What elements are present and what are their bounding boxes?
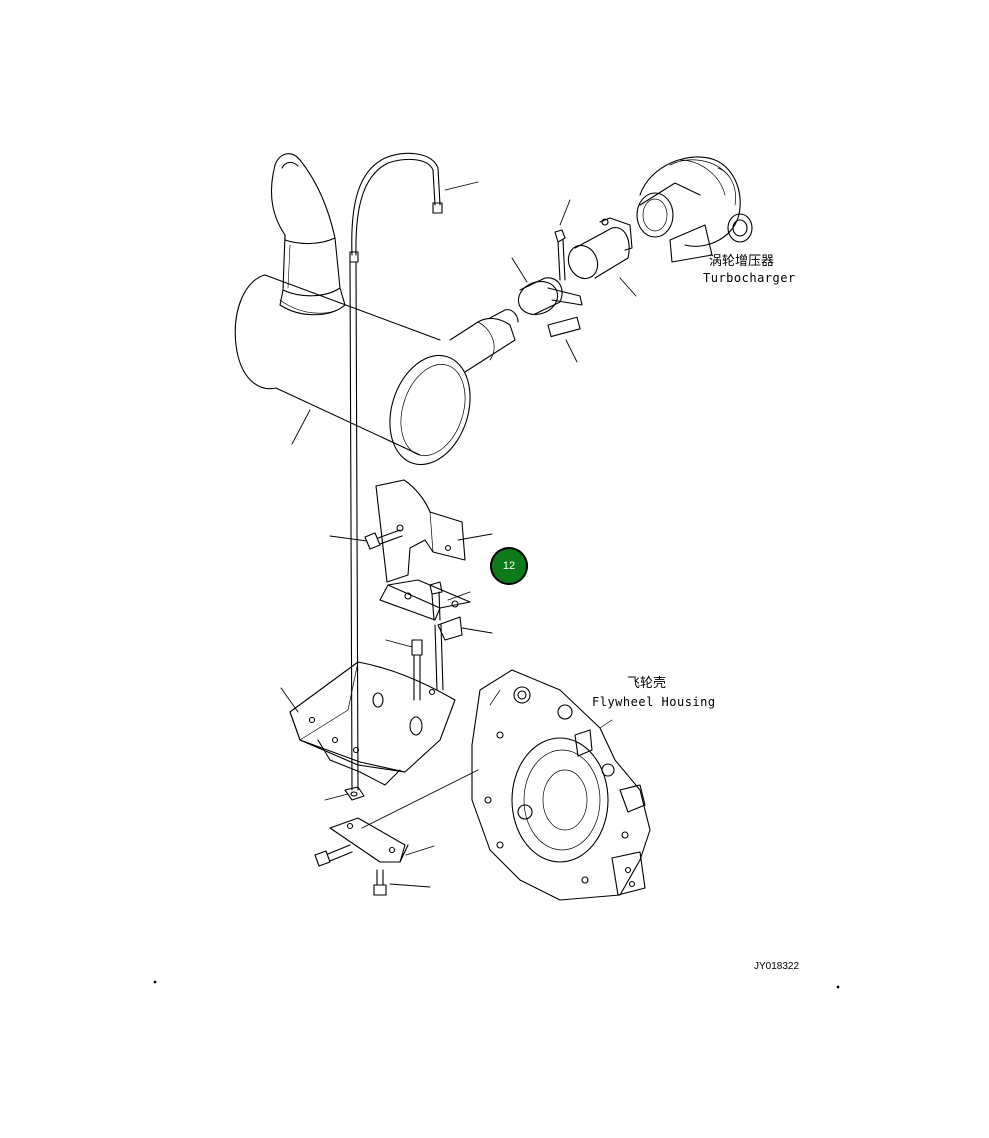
hex-bolt-lower-left xyxy=(315,845,352,866)
stray-dot-left xyxy=(154,981,156,983)
callout-badge-12[interactable]: 12 xyxy=(490,547,528,585)
drawing-code: JY018322 xyxy=(754,961,800,972)
hex-bolt-top xyxy=(555,230,565,280)
flywheel-housing-label-cn: 飞轮壳 xyxy=(627,676,667,691)
flywheel-housing-label-en: Flywheel Housing xyxy=(592,695,716,709)
heat-shield xyxy=(376,480,465,582)
muffler-outlet-pipe xyxy=(450,310,518,372)
leader-lines xyxy=(281,182,636,887)
hex-bolt-lower xyxy=(374,870,386,895)
callout-badge-number: 12 xyxy=(502,560,516,572)
breather-tube xyxy=(350,153,442,262)
connector-pipe xyxy=(563,218,632,283)
mounting-bracket xyxy=(290,662,455,785)
muffler xyxy=(235,275,483,475)
clamp-assembly xyxy=(514,276,582,336)
turbocharger-label-en: Turbocharger xyxy=(703,271,796,285)
turbocharger xyxy=(637,157,752,262)
lower-plate-bracket xyxy=(330,818,408,862)
flywheel-housing xyxy=(472,670,650,900)
upper-bracket xyxy=(380,580,470,640)
hex-nut xyxy=(345,787,364,800)
turbocharger-label-cn: 涡轮增压器 xyxy=(709,254,775,269)
support-rod xyxy=(350,262,358,790)
stray-dot-right xyxy=(837,986,839,988)
hex-bolt-left xyxy=(365,530,402,549)
vertical-bolts xyxy=(412,625,443,700)
